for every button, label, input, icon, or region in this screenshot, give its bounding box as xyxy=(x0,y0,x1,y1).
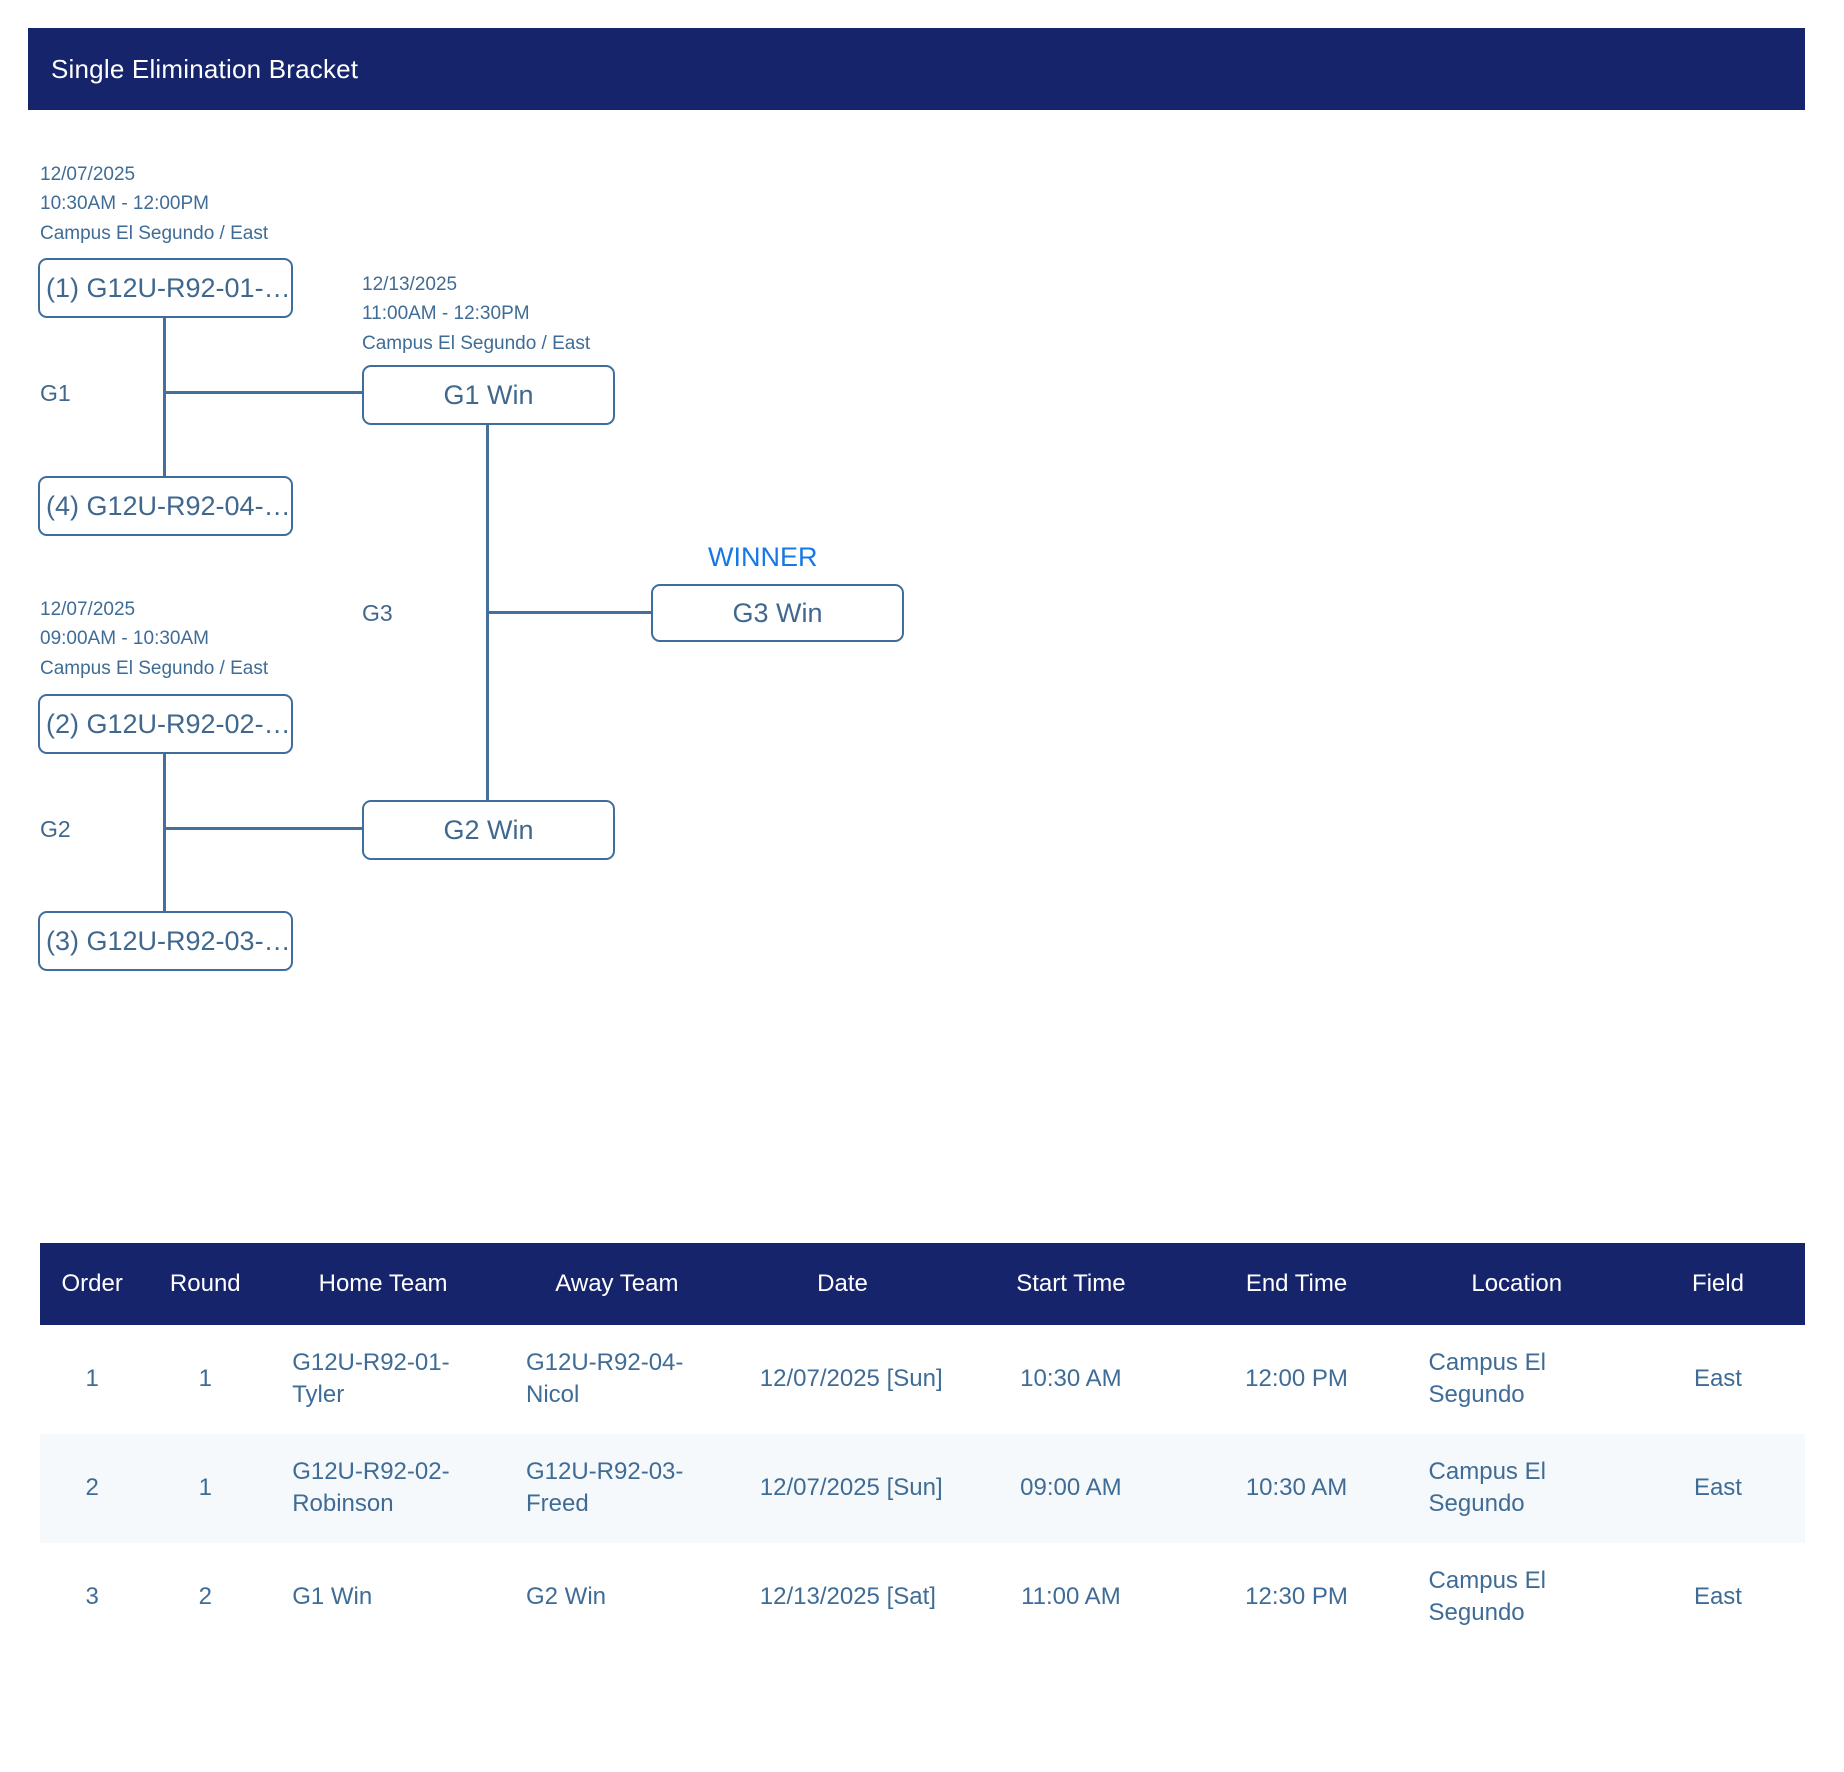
bracket-node-seed-3[interactable]: (3) G12U-R92-03-… xyxy=(38,911,293,971)
cell-order: 3 xyxy=(85,1582,99,1610)
connector-g2-vertical xyxy=(163,754,166,911)
match-g2-time: 09:00AM - 10:30AM xyxy=(40,628,209,650)
table-row[interactable]: 3 2 G1 Win G2 Win 12/13/2025 [Sat] 11:00… xyxy=(40,1543,1805,1652)
cell-date: 12/07/2025 [Sun] xyxy=(759,1365,943,1393)
cell-round: 1 xyxy=(144,1433,267,1543)
cell-end-time: 10:30 AM xyxy=(1190,1433,1403,1543)
table-row[interactable]: 1 1 G12U-R92-01-Tyler G12U-R92-04-Nicol … xyxy=(40,1325,1805,1434)
table-row[interactable]: 2 1 G12U-R92-02-Robinson G12U-R92-03-Fre… xyxy=(40,1433,1805,1543)
bracket-node-g2-win-label: G2 Win xyxy=(443,814,534,845)
cell-start-time: 10:30 AM xyxy=(1020,1365,1122,1393)
match-g1-time: 10:30AM - 12:00PM xyxy=(40,193,209,215)
page-title: Single Elimination Bracket xyxy=(51,53,359,84)
bracket-node-seed-1[interactable]: (1) G12U-R92-01-… xyxy=(38,258,293,318)
bracket-node-seed-3-label: (3) G12U-R92-03-… xyxy=(46,925,291,956)
column-header-location[interactable]: Location xyxy=(1402,1243,1631,1325)
cell-home-team: G1 Win xyxy=(292,1582,373,1610)
match-g2-location: Campus El Segundo / East xyxy=(40,657,269,679)
cell-order: 2 xyxy=(40,1433,145,1543)
cell-home-team: G12U-R92-01-Tyler xyxy=(292,1349,450,1409)
bracket-diagram: 12/07/2025 10:30AM - 12:00PM Campus El S… xyxy=(38,160,904,971)
cell-round: 1 xyxy=(198,1365,212,1393)
cell-order: 1 xyxy=(85,1365,99,1393)
cell-away-team: G12U-R92-03-Freed xyxy=(499,1433,734,1543)
connector-g3-horizontal xyxy=(486,611,651,614)
cell-location: Campus El Segundo xyxy=(1428,1566,1546,1626)
bracket-game-label-g1: G1 xyxy=(40,380,71,406)
cell-end-time: 12:30 PM xyxy=(1245,1582,1348,1610)
match-g1-location: Campus El Segundo / East xyxy=(40,222,269,244)
cell-start-time: 09:00 AM xyxy=(951,1433,1191,1543)
bracket-node-seed-2[interactable]: (2) G12U-R92-02-… xyxy=(38,694,293,754)
match-meta-g1: 12/07/2025 10:30AM - 12:00PM Campus El S… xyxy=(40,160,268,248)
bracket-node-g1-win-label: G1 Win xyxy=(443,379,534,410)
cell-date: 12/13/2025 [Sat] xyxy=(759,1582,936,1610)
page-header: Single Elimination Bracket xyxy=(28,28,1805,110)
column-header-field[interactable]: Field xyxy=(1630,1243,1805,1325)
schedule-table: Order Round Home Team Away Team Date Sta… xyxy=(40,1243,1805,1651)
cell-round: 2 xyxy=(198,1582,212,1610)
connector-g1-vertical xyxy=(163,318,166,476)
connector-g1-horizontal xyxy=(163,391,362,394)
winner-label: WINNER xyxy=(708,542,818,572)
match-meta-g2: 12/07/2025 09:00AM - 10:30AM Campus El S… xyxy=(40,595,268,683)
bracket-node-champion-label: G3 Win xyxy=(732,597,823,628)
column-header-start-time[interactable]: Start Time xyxy=(951,1243,1191,1325)
column-header-round[interactable]: Round xyxy=(144,1243,267,1325)
cell-field: East xyxy=(1630,1433,1805,1543)
column-header-home-team[interactable]: Home Team xyxy=(266,1243,500,1325)
match-g3-date: 12/13/2025 xyxy=(362,274,458,295)
match-g3-time: 11:00AM - 12:30PM xyxy=(362,303,530,325)
match-g3-location: Campus El Segundo / East xyxy=(362,332,591,354)
cell-start-time: 11:00 AM xyxy=(1021,1582,1121,1610)
cell-away-team: G2 Win xyxy=(525,1582,606,1610)
bracket-node-seed-4[interactable]: (4) G12U-R92-04-… xyxy=(38,476,293,536)
cell-field: East xyxy=(1693,1582,1742,1610)
bracket-node-g1-win[interactable]: G1 Win xyxy=(362,365,615,425)
match-meta-g3: 12/13/2025 11:00AM - 12:30PM Campus El S… xyxy=(362,270,590,358)
connector-g2-horizontal xyxy=(163,827,362,830)
schedule-header-row: Order Round Home Team Away Team Date Sta… xyxy=(40,1243,1805,1325)
column-header-away-team[interactable]: Away Team xyxy=(499,1243,734,1325)
bracket-node-seed-4-label: (4) G12U-R92-04-… xyxy=(46,490,291,521)
cell-home-team: G12U-R92-02-Robinson xyxy=(266,1433,500,1543)
bracket-game-label-g2: G2 xyxy=(40,816,71,842)
bracket-game-label-g3: G3 xyxy=(362,600,393,626)
bracket-node-champion[interactable]: G3 Win xyxy=(651,584,904,642)
column-header-end-time[interactable]: End Time xyxy=(1190,1243,1403,1325)
bracket-node-g2-win[interactable]: G2 Win xyxy=(362,800,615,860)
cell-location: Campus El Segundo xyxy=(1428,1349,1546,1409)
column-header-order[interactable]: Order xyxy=(40,1243,145,1325)
cell-away-team: G12U-R92-04-Nicol xyxy=(525,1349,684,1409)
match-g2-date: 12/07/2025 xyxy=(40,599,136,620)
cell-field: East xyxy=(1693,1365,1742,1393)
bracket-node-seed-1-label: (1) G12U-R92-01-… xyxy=(46,272,291,303)
cell-location: Campus El Segundo xyxy=(1402,1433,1631,1543)
cell-end-time: 12:00 PM xyxy=(1245,1365,1348,1393)
match-g1-date: 12/07/2025 xyxy=(40,164,136,185)
cell-date: 12/07/2025 [Sun] xyxy=(733,1433,952,1543)
bracket-node-seed-2-label: (2) G12U-R92-02-… xyxy=(46,708,291,739)
column-header-date[interactable]: Date xyxy=(733,1243,952,1325)
